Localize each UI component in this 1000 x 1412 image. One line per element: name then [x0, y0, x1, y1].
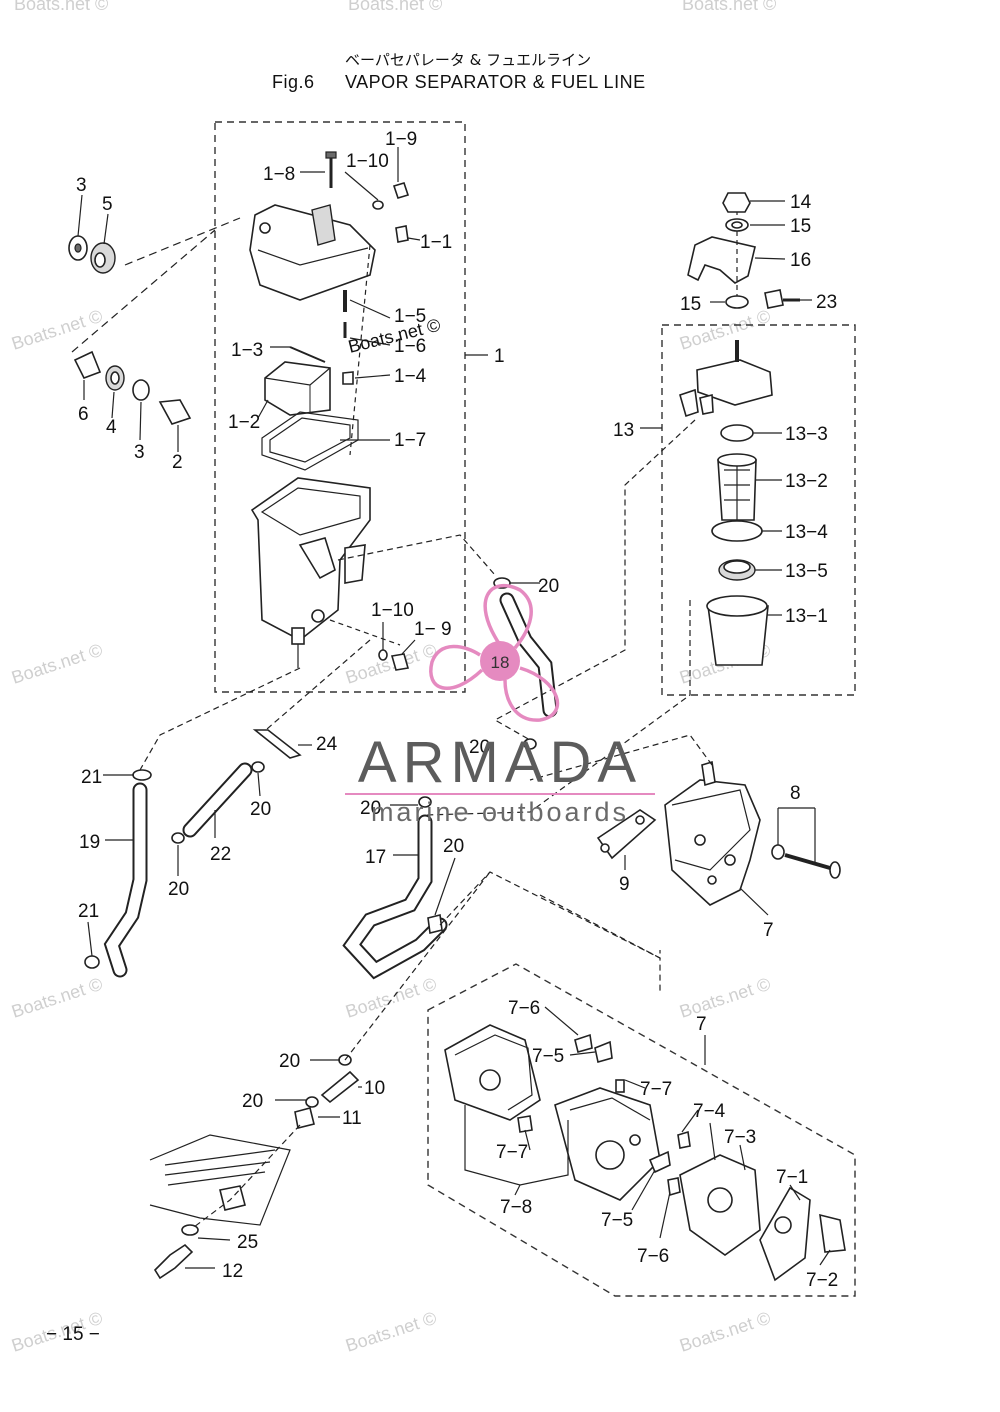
callout-1-10-drain: 1−10: [371, 600, 414, 621]
fuel-filter: [640, 192, 812, 666]
armada-wordmark: ARMADA: [358, 730, 642, 795]
callout-6: 6: [78, 404, 89, 425]
callout-20-lower: 20: [279, 1051, 300, 1072]
callout-1-3: 1−3: [231, 340, 263, 361]
callout-7-6-lower: 7−6: [637, 1246, 669, 1267]
watermark-group: Boats.net © Boats.net © Boats.net © Boat…: [9, 0, 776, 1356]
callout-22: 22: [210, 844, 231, 865]
callout-11: 11: [342, 1108, 362, 1129]
callout-15-lower: 15: [680, 294, 701, 315]
callout-13-1: 13−1: [785, 606, 828, 627]
callout-1-4: 1−4: [394, 366, 427, 387]
callout-7-7-lower: 7−7: [496, 1142, 528, 1163]
callout-7-4: 7−4: [693, 1101, 726, 1122]
watermark: Boats.net ©: [9, 640, 105, 688]
title-english: VAPOR SEPARATOR & FUEL LINE: [345, 72, 646, 92]
callout-7-assembly: 7: [696, 1014, 707, 1035]
callout-12: 12: [222, 1261, 243, 1282]
callout-20-mid: 20: [469, 737, 490, 758]
callout-1-2: 1−2: [228, 412, 260, 433]
callout-13: 13: [613, 420, 634, 441]
callout-21: 21: [81, 767, 102, 788]
callout-13-5: 13−5: [785, 561, 828, 582]
title-japanese: ベーパセパレータ & フュエルライン: [345, 51, 591, 69]
watermark: Boats.net ©: [343, 974, 439, 1022]
callout-16: 16: [790, 250, 811, 271]
watermark: Boats.net ©: [348, 0, 442, 14]
callout-14: 14: [790, 192, 812, 213]
watermark: Boats.net ©: [9, 974, 105, 1022]
callout-13-3: 13−3: [785, 424, 828, 445]
callout-8: 8: [790, 783, 801, 804]
vapor-separator-assembly-box: [214, 121, 466, 693]
callout-1-1: 1−1: [420, 232, 452, 253]
callout-1-10: 1−10: [346, 151, 389, 172]
callout-7-6: 7−6: [508, 998, 540, 1019]
callout-7-1: 7−1: [776, 1167, 808, 1188]
propeller-hub: [480, 641, 520, 681]
callout-20-upper: 20: [538, 576, 559, 597]
callout-20-bottom: 20: [242, 1091, 263, 1112]
callout-1-9: 1−9: [385, 129, 417, 150]
callout-20-left: 20: [168, 879, 189, 900]
callout-1-6: 1−6: [394, 336, 426, 357]
grommet-parts: [68, 194, 241, 452]
watermark: Boats.net ©: [677, 974, 773, 1022]
fuel-pump-exploded: [444, 1006, 846, 1282]
callout-7-7: 7−7: [640, 1079, 672, 1100]
callout-1-8: 1−8: [263, 164, 295, 185]
fuel-filter-assembly-box: [661, 324, 856, 696]
callout-19: 19: [79, 832, 100, 853]
callout-5: 5: [102, 194, 113, 215]
callout-1-9-drain: 1− 9: [414, 619, 452, 640]
callout-7-2: 7−2: [806, 1270, 838, 1291]
callout-24: 24: [316, 734, 338, 755]
callout-21-lower: 21: [78, 901, 99, 922]
armada-tagline: marine outboards: [371, 797, 629, 827]
watermark: Boats.net ©: [9, 306, 105, 354]
callout-20-clip: 20: [443, 836, 464, 857]
callout-20-hose22: 20: [250, 799, 271, 820]
callout-13-4: 13−4: [785, 522, 828, 543]
callout-23: 23: [816, 292, 837, 313]
callout-25: 25: [237, 1232, 258, 1253]
watermark: Boats.net ©: [14, 0, 108, 14]
callout-18: 18: [491, 653, 510, 672]
callout-13-2: 13−2: [785, 471, 828, 492]
callout-7-5: 7−5: [532, 1046, 564, 1067]
vapor-separator: [249, 147, 488, 671]
callout-3-lower: 3: [134, 442, 145, 463]
callout-10: 10: [364, 1078, 385, 1099]
callout-1-7: 1−7: [394, 430, 426, 451]
watermark: Boats.net ©: [677, 1308, 773, 1356]
armada-logo: 18 ARMADA marine outboards: [345, 583, 655, 827]
callout-1: 1: [494, 346, 505, 367]
watermark: Boats.net ©: [682, 0, 776, 14]
fuel-pump-assembly-box: [427, 963, 856, 1297]
callout-20-hose17: 20: [360, 798, 381, 819]
page-number: − 15 −: [46, 1324, 100, 1345]
callout-2: 2: [172, 452, 183, 473]
callout-4: 4: [106, 417, 117, 438]
callout-7: 7: [763, 920, 774, 941]
callout-9: 9: [619, 874, 630, 895]
callout-labels: 1−9 1−8 1−10 1−1 1−5 1−6 1−3 1−4 1 1−2 1…: [76, 129, 838, 1291]
watermark: Boats.net ©: [343, 640, 439, 688]
fuel-connector-parts: [149, 871, 491, 1280]
callout-15: 15: [790, 216, 811, 237]
callout-7-8: 7−8: [500, 1197, 532, 1218]
figure-number: Fig.6: [272, 72, 315, 92]
watermark: Boats.net ©: [343, 1308, 439, 1356]
fuel-pump: [529, 734, 841, 959]
callout-1-5: 1−5: [394, 306, 426, 327]
hoses: [84, 419, 696, 992]
callout-7-5-lower: 7−5: [601, 1210, 633, 1231]
callout-3: 3: [76, 175, 87, 196]
callout-7-3: 7−3: [724, 1127, 756, 1148]
callout-17: 17: [365, 847, 386, 868]
propeller-icon: [429, 583, 560, 722]
